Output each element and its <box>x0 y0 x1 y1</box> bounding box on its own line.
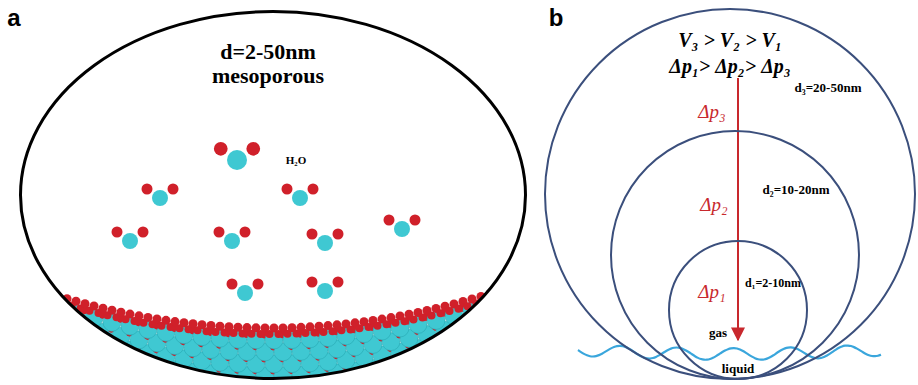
phase-label: gas <box>709 326 727 340</box>
pressure-arrow <box>737 78 739 340</box>
outer-pore-circle: V₃ > V₂ > V₁ Δp₁> Δp₂> Δp₃ Δp₃ d₃=20-50nmΔp… <box>544 8 916 380</box>
pore-wall-atoms <box>31 286 513 385</box>
node-outline <box>668 240 808 380</box>
inner-pore-circle: Δp₁ d₁=2-10nm <box>668 240 808 380</box>
middle-pore-circle: Δp₂ d₂=10-20nmΔp₁ d₁=2-10nm <box>610 130 860 380</box>
diameter-label: d₃=20-50nm <box>795 81 862 95</box>
molecule-label: H₂O <box>286 154 306 166</box>
node-outline <box>610 130 860 380</box>
diameter-label: d₁=2-10nm <box>745 277 801 290</box>
pressure-label: Δp₁ <box>698 282 725 303</box>
pore-ellipse: d=2-50nm mesoporousH₂O <box>19 10 527 380</box>
pore-size-heading: d=2-50nm mesoporous <box>203 40 333 88</box>
panel-letter: a <box>7 5 20 31</box>
pressure-label: Δp₂ <box>700 195 727 216</box>
pressure-relation: Δp₁> Δp₂> Δp₃ <box>669 55 790 77</box>
pressure-label: Δp₃ <box>698 102 725 123</box>
liquid-surface-wave <box>578 346 881 360</box>
panel-letter: b <box>549 5 564 31</box>
diameter-label: d₂=10-20nm <box>763 183 830 197</box>
water-molecules <box>112 142 421 301</box>
phase-label: liquid <box>722 362 755 376</box>
volume-relation: V₃ > V₂ > V₁ <box>678 29 782 51</box>
